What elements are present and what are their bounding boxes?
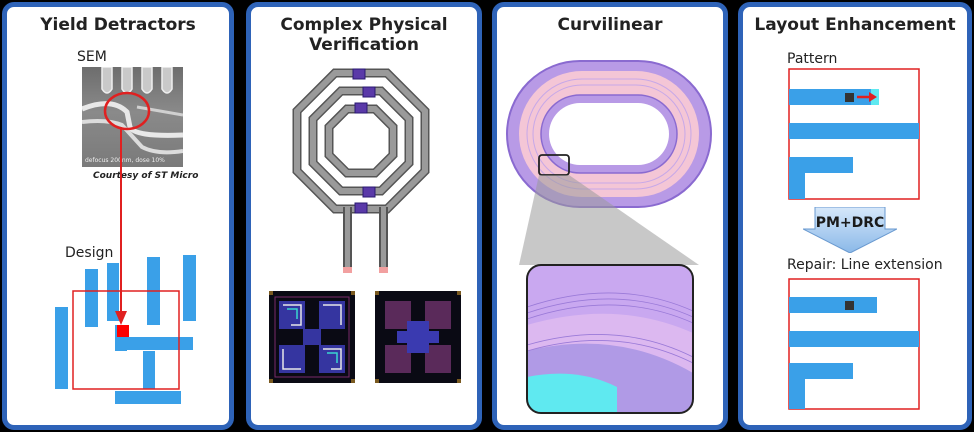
spiral-inductor [292,68,430,273]
panel-title: Yield Detractors [40,15,196,35]
pm-drc-label: PM+DRC [815,215,885,231]
panel-physical-verification: Complex Physical Verification [246,2,482,430]
curvilinear-layout [506,60,712,414]
layout-check-left [269,291,355,383]
sem-label: SEM [77,49,107,65]
panel-layout-enhancement: Layout Enhancement Pattern PM+DRC Repair… [738,2,972,430]
panel-yield-detractors: Yield Detractors SEM defocus 200nm, dose… [2,2,234,430]
pattern-layout [788,68,920,200]
sem-caption: defocus 200nm, dose 10% [85,157,165,164]
pattern-label: Pattern [787,51,838,67]
panel-title-line2: Verification [309,35,419,55]
panel-title: Complex Physical Verification [251,15,477,55]
repair-layout [788,278,920,410]
sem-image: defocus 200nm, dose 10% [82,67,183,167]
panel-curvilinear: Curvilinear [492,2,728,430]
repair-label: Repair: Line extension [787,257,943,273]
layout-check-right [375,291,461,383]
panel-title: Layout Enhancement [754,15,956,35]
design-layout [55,255,196,404]
defect-pointer-arrow [103,91,151,325]
panel-title: Curvilinear [557,15,663,35]
design-label: Design [65,245,114,261]
pm-drc-arrow: PM+DRC [803,207,897,253]
panel-title-line1: Complex Physical [280,15,448,35]
image-credit: Courtesy of ST Micro [93,171,199,181]
